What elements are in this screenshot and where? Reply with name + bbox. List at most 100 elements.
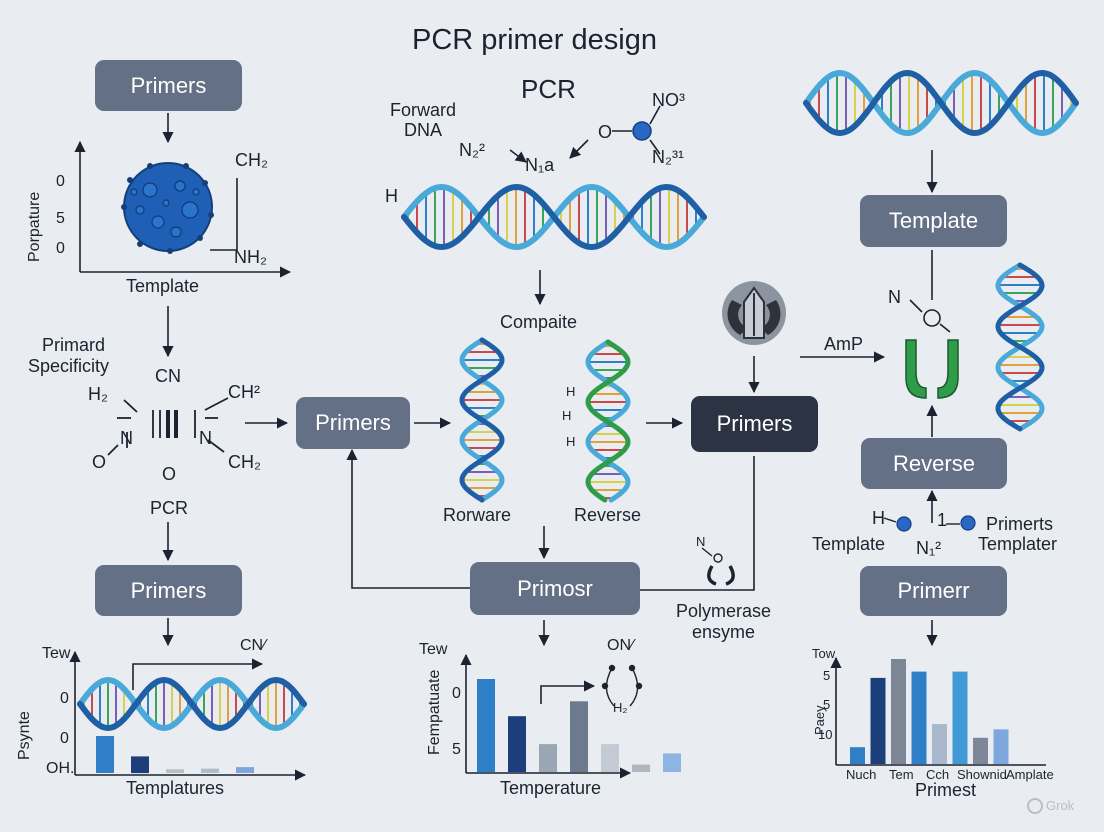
forward-dna-line2: DNA: [404, 120, 443, 140]
dna-helix-reverse: [585, 339, 631, 503]
dna-helix-right-vertical: [995, 262, 1045, 432]
primosr-box[interactable]: Primosr: [470, 562, 640, 615]
forward-dna-line1: Forward: [390, 100, 457, 120]
bars-center-chart: [477, 679, 681, 772]
right-template-label: Template: [812, 534, 886, 554]
amp-label: AmP: [824, 334, 864, 354]
structure-ch2-top: CH²: [228, 382, 260, 402]
right-n-label: N: [888, 287, 901, 307]
arrow-o-to-n1a: [569, 139, 589, 159]
helix-strand: [401, 183, 707, 251]
center-chart-x-axis-label: Temperature: [500, 778, 602, 798]
chart-bar: [993, 729, 1009, 764]
primerr-box[interactable]: Primerr: [860, 566, 1007, 616]
pcr-label: PCR: [150, 498, 189, 518]
h-small-2: H: [562, 408, 572, 423]
chart-bar: [131, 756, 149, 774]
primers-box-dark[interactable]: Primers: [691, 396, 818, 452]
center-chart-y-axis-label: Fempatuate: [426, 669, 443, 755]
h-small-3: H: [566, 434, 576, 449]
chart-bar: [201, 768, 219, 773]
right-chart-y-tick-3: 10: [818, 727, 833, 742]
primers-box-left-bottom[interactable]: Primers: [95, 565, 242, 616]
template-dots: [883, 515, 976, 532]
left-chart-x-axis-label: Templatures: [126, 778, 225, 798]
h-small-1: H: [566, 384, 576, 399]
molecule-y-tick-1: 0: [56, 173, 65, 190]
molecule-y-tick-3: 0: [56, 240, 65, 257]
chart-axes: [69, 650, 1046, 781]
reverse-box[interactable]: Reverse: [861, 438, 1007, 489]
arrow-left-chart-cn: [132, 658, 264, 690]
left-chart-top-label: Tew: [42, 645, 71, 662]
diagram-subtitle: PCR: [521, 74, 576, 104]
chart-bar: [166, 769, 184, 773]
chemical-structure: [107, 397, 229, 456]
chart-bar: [663, 753, 681, 772]
center-chart-h2-label: H₂: [613, 700, 628, 715]
label-n1a: N₁a: [525, 155, 555, 175]
specificity-label-line2: Specificity: [28, 356, 110, 376]
chart-bar: [96, 736, 114, 773]
chart-bar: [850, 747, 865, 764]
primers-box-middle[interactable]: Primers: [296, 397, 410, 449]
polymerase-n: N: [696, 534, 706, 549]
chart-bar: [952, 671, 968, 764]
dna-helix-top-right: [803, 69, 1079, 137]
connector-arrows: [132, 113, 938, 704]
template-box[interactable]: Template: [860, 195, 1007, 247]
center-chart-y-tick-2: 5: [452, 741, 461, 758]
molecule-y-tick-2: 5: [56, 210, 65, 227]
chart-bar: [570, 701, 588, 772]
right-chart-top-label: Tow: [812, 646, 836, 661]
arrow-center-chart-on: [540, 680, 596, 704]
molecule-axes: [74, 140, 292, 278]
line-primers-to-polymerase: [640, 456, 755, 591]
compaite-label: Compaite: [500, 312, 578, 332]
left-chart-y-tick-2: 0: [60, 730, 69, 747]
label-no3: NO³: [652, 90, 685, 110]
left-chart-y-axis-label: Psynte: [16, 711, 33, 760]
left-chart-y-tick-3: OH.: [46, 760, 75, 777]
helix-strand: [459, 337, 505, 503]
structure-h2: H₂: [88, 384, 108, 404]
chart-bar: [539, 744, 557, 772]
label-n2-31: N₂³¹: [652, 147, 684, 167]
chart-bar: [236, 767, 254, 773]
chart-bar: [973, 737, 988, 765]
label-n2: N₂²: [459, 140, 485, 160]
formula-ch2: CH₂: [235, 150, 268, 170]
oxygen-nitrogen-molecule: [612, 105, 661, 155]
label-h: H: [385, 186, 398, 206]
bars-right-chart: [850, 659, 1009, 765]
watermark-icon: [1027, 798, 1043, 814]
rorware-label: Rorware: [443, 505, 512, 525]
polymerase-label-line2: ensyme: [692, 622, 756, 642]
formula-nh2: NH₂: [234, 247, 267, 267]
dna-helix-forward: [459, 337, 505, 503]
polymerase-label-line1: Polymerase: [676, 601, 772, 621]
green-clamp-icon: [905, 299, 959, 399]
molecule-sphere-icon: [121, 162, 214, 254]
watermark-text: Grok: [1046, 798, 1075, 813]
arrow-n2-to-n1a: [509, 149, 527, 163]
chart-bar: [891, 659, 906, 764]
chart-bar: [508, 716, 526, 772]
left-chart-y-tick-1: 0: [60, 690, 69, 707]
dna-helix-center: [401, 183, 707, 251]
right-chart-x-tick-2: Tem: [889, 767, 914, 782]
primers-box-top[interactable]: Primers: [95, 60, 242, 111]
right-n12-label: N₁²: [916, 538, 942, 558]
right-chart-y-tick-1: 5: [823, 668, 831, 683]
structure-ch2-bottom: CH₂: [228, 452, 261, 472]
right-1-label: 1: [937, 510, 948, 530]
molecule-y-axis-label: Porpature: [26, 191, 43, 262]
chart-bar: [911, 671, 927, 764]
primerts-label-line2: Templater: [978, 534, 1058, 554]
right-chart-x-tick-5: Amplate: [1006, 767, 1054, 782]
label-o: O: [598, 122, 613, 142]
dna-helix-chart-left: [77, 676, 307, 732]
diagram-title: PCR primer design: [412, 24, 657, 56]
helix-strand: [995, 262, 1045, 432]
